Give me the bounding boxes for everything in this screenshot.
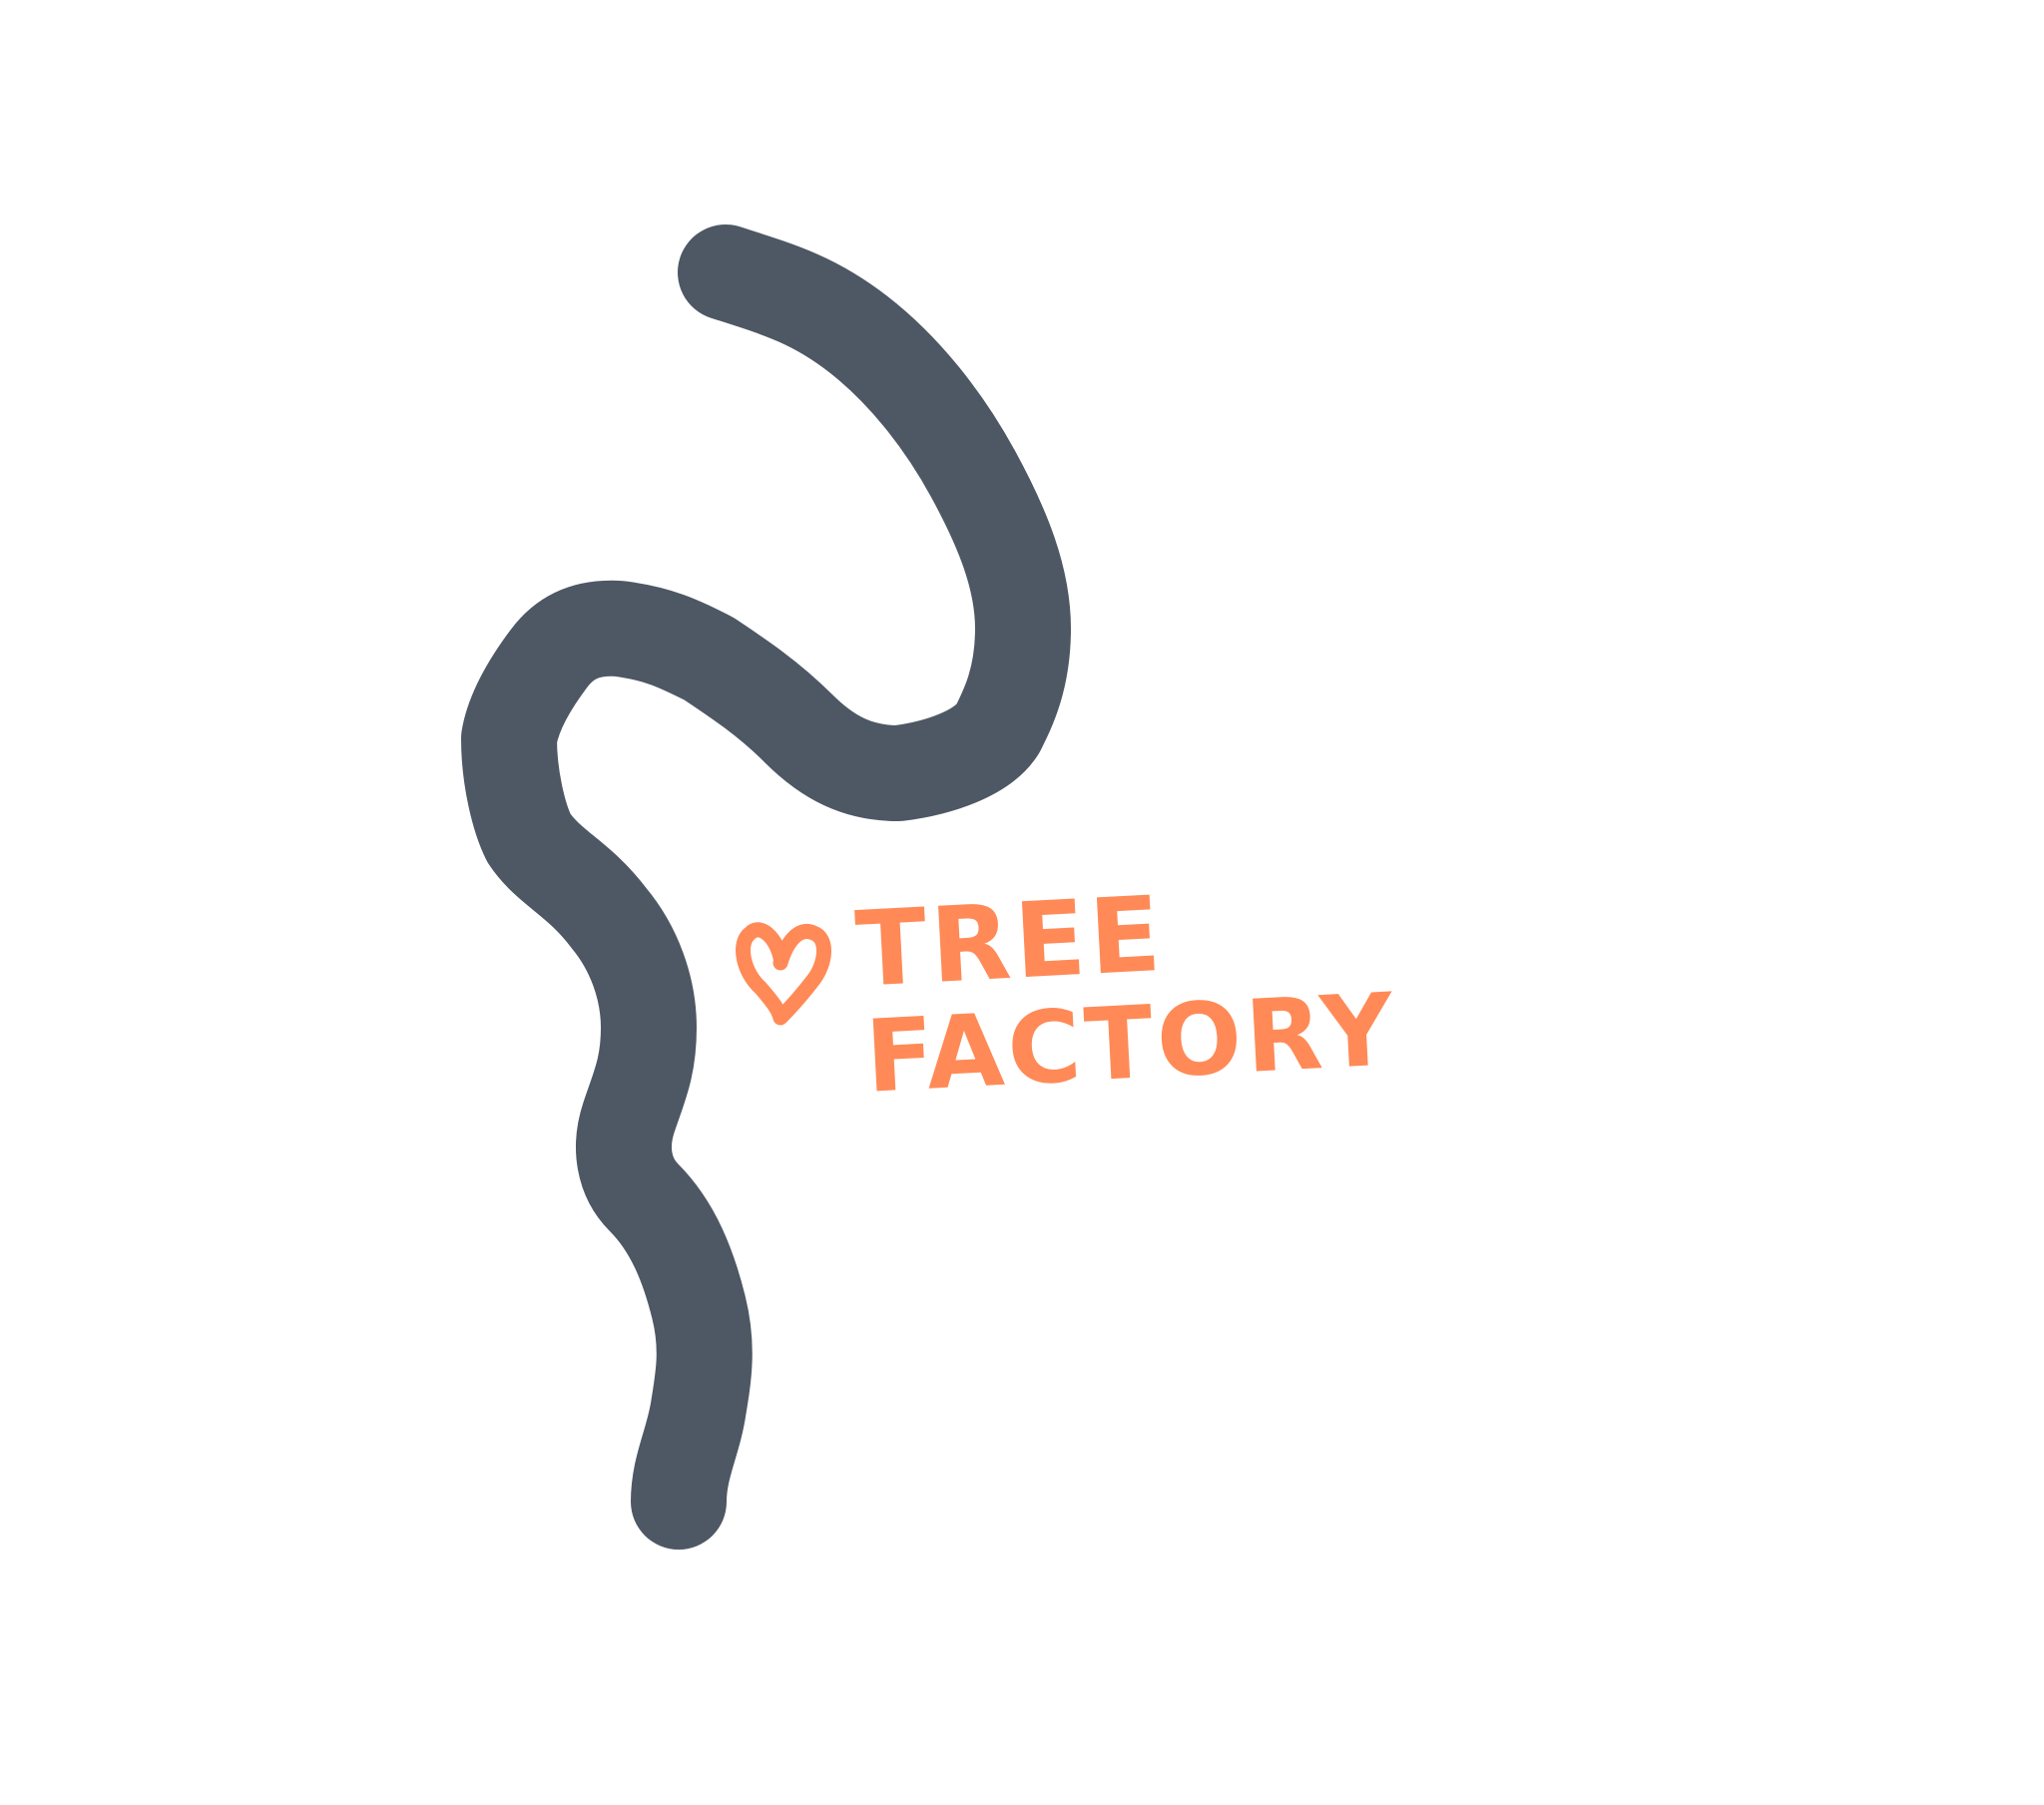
- logo-line-1: TREE: [852, 872, 1168, 1011]
- logo-line-2: FACTORY: [862, 971, 1400, 1116]
- wavy-line-icon: [461, 225, 1071, 1550]
- heart-icon: [736, 922, 831, 1026]
